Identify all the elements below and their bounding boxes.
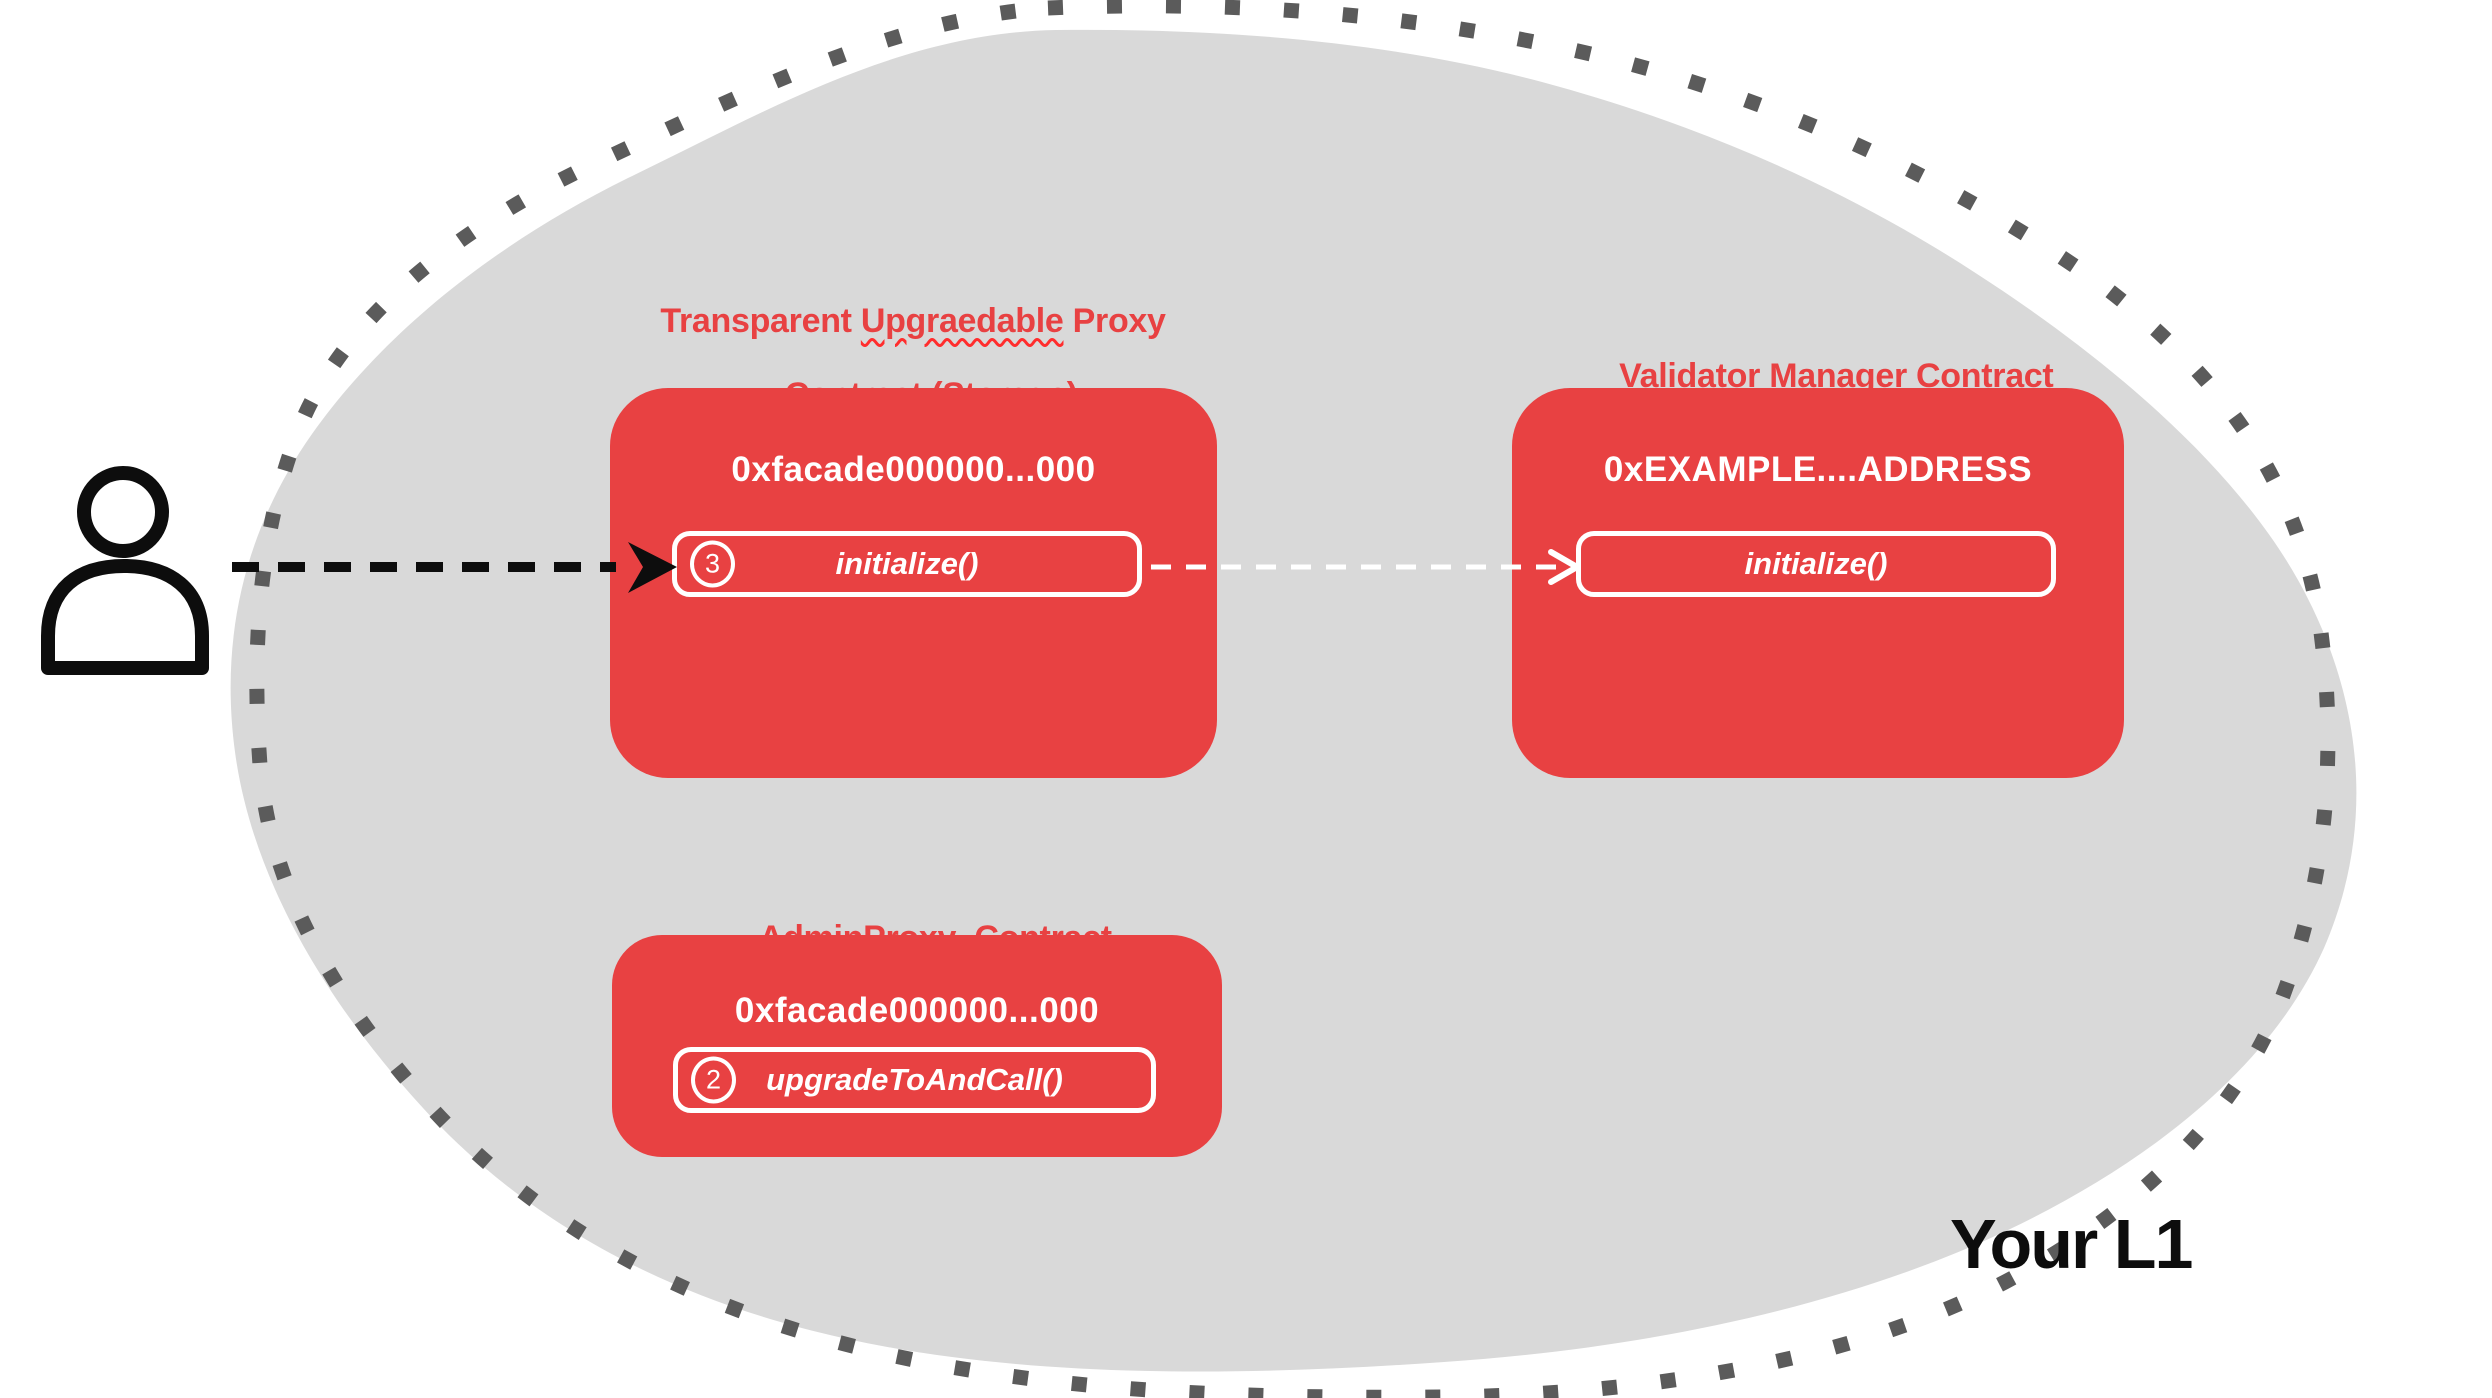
method-label: initialize() (1744, 546, 1888, 581)
title-text: Proxy (1063, 302, 1166, 340)
initialize-method-pill: initialize() (1576, 531, 2056, 597)
contract-box-transparent-proxy: 0xfacade000000...000 3 initialize() (610, 388, 1217, 778)
method-label: upgradeToAndCall() (766, 1062, 1063, 1097)
region-label-your-l1: Your L1 (1950, 1205, 2193, 1283)
contract-address: 0xfacade000000...000 (734, 991, 1100, 1030)
contract-address: 0xfacade000000...000 (731, 450, 1096, 489)
title-text: Transparent (660, 302, 861, 340)
upgrade-method-pill: 2 upgradeToAndCall() (673, 1047, 1156, 1113)
contract-box-validator-manager: 0xEXAMPLE....ADDRESS initialize() (1512, 388, 2124, 778)
method-label: initialize() (835, 546, 979, 581)
contract-address: 0xEXAMPLE....ADDRESS (1603, 450, 2033, 489)
misspelled-word: Upgraedable (860, 302, 1064, 340)
initialize-method-pill: 3 initialize() (672, 531, 1142, 597)
contract-box-admin-proxy: 0xfacade000000...000 2 upgradeToAndCall(… (612, 935, 1222, 1157)
step-3-badge: 3 (690, 540, 735, 588)
step-2-badge: 2 (691, 1056, 736, 1104)
